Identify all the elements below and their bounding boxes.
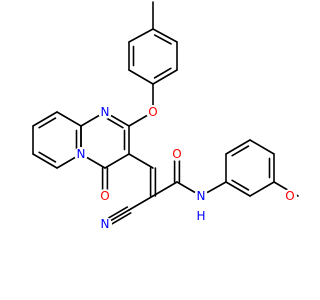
- atom-label-o-methoxy: O: [285, 189, 294, 203]
- atom-label-background: [98, 189, 112, 203]
- atom-label-n-nitrile: N: [101, 217, 110, 231]
- atom-label-background: [194, 189, 208, 203]
- pyridine-bond-inner: [38, 151, 57, 163]
- amide-carbon-bond: [152, 181, 178, 197]
- methoxyphenyl-bond: [225, 181, 251, 197]
- atom-label-n-ring: N: [101, 105, 110, 119]
- methoxyphenyl-bond-inner: [231, 179, 250, 191]
- bond-layer: [32, 1, 299, 228]
- pyridine-bond: [32, 153, 58, 169]
- atom-label-background: [74, 147, 88, 161]
- tolyl-bond: [152, 28, 178, 43]
- pyrimidine-bond-inner: [105, 117, 124, 129]
- tolyl-bond: [152, 69, 178, 85]
- atom-label-o-ether: O: [148, 105, 157, 119]
- atom-label-background: [194, 209, 208, 223]
- atom-label-n-bridge: N: [77, 147, 86, 161]
- methoxyphenyl-bond: [249, 181, 275, 197]
- vinyl-bond: [128, 153, 154, 169]
- atom-label-background: [98, 217, 112, 231]
- pyridine-bond: [56, 111, 82, 127]
- tolyl-bond-inner: [153, 34, 172, 45]
- pyridine-bond: [32, 111, 58, 127]
- atom-label-h-amide: H: [196, 209, 205, 223]
- atom-label-background: [170, 147, 184, 161]
- methoxyphenyl-bond: [225, 139, 251, 155]
- atom-label-o-amide: O: [172, 147, 181, 161]
- atom-label-o-keto: O: [100, 189, 109, 203]
- methoxyphenyl-bond-inner: [231, 145, 250, 157]
- methoxyphenyl-bond: [249, 139, 275, 155]
- nitrile-carbon-bond: [128, 195, 154, 211]
- atom-label-background: [98, 105, 112, 119]
- tolyl-bond: [128, 28, 154, 43]
- atom-label-background: [283, 189, 297, 203]
- tolyl-bond: [128, 69, 154, 85]
- pyridine-bond-inner: [38, 117, 57, 129]
- atom-label-nh-amide: N: [197, 189, 206, 203]
- tolyl-bond-inner: [153, 67, 172, 79]
- atom-label-background: [146, 105, 160, 119]
- pyrimidine-bond: [104, 153, 130, 169]
